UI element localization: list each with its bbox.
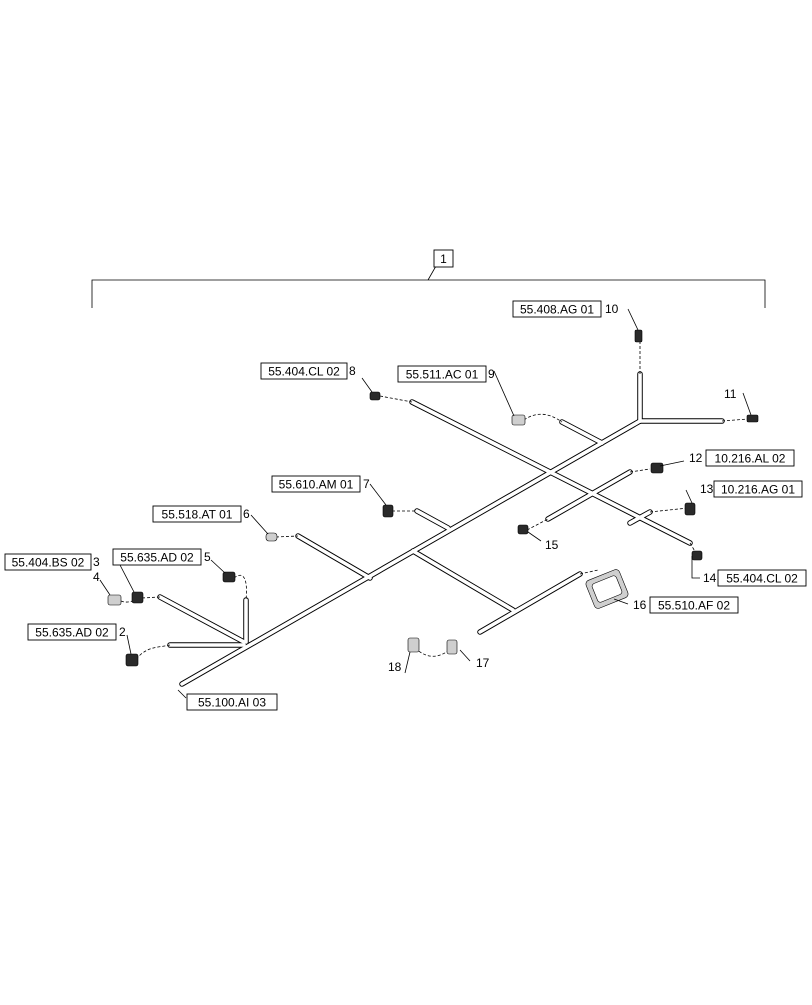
svg-text:10.216.AL 02: 10.216.AL 02 bbox=[715, 452, 786, 466]
connector-10 bbox=[634, 329, 643, 343]
ref-label-2[interactable]: 55.635.AD 02 bbox=[27, 623, 117, 641]
svg-text:55.610.AM 01: 55.610.AM 01 bbox=[279, 478, 354, 492]
svg-text:55.100.AI 03: 55.100.AI 03 bbox=[198, 696, 266, 710]
connectors bbox=[107, 329, 759, 667]
svg-text:10.216.AG 01: 10.216.AG 01 bbox=[721, 483, 795, 497]
item-number-14: 14 bbox=[703, 571, 717, 585]
pigtail-leads bbox=[120, 342, 749, 660]
item-number-15: 15 bbox=[545, 538, 559, 552]
svg-text:55.404.BS 02: 55.404.BS 02 bbox=[12, 556, 85, 570]
svg-text:55.518.AT 01: 55.518.AT 01 bbox=[162, 508, 233, 522]
assembly-callout[interactable]: 1 bbox=[433, 249, 454, 268]
item-number-17: 17 bbox=[476, 656, 490, 670]
item-number-7: 7 bbox=[363, 477, 370, 491]
item-number-6: 6 bbox=[243, 507, 250, 521]
connector-15 bbox=[517, 524, 529, 535]
svg-text:55.635.AD 02: 55.635.AD 02 bbox=[35, 626, 109, 640]
connector-9 bbox=[511, 414, 526, 426]
item-number-13: 13 bbox=[700, 482, 714, 496]
connector-13 bbox=[684, 502, 696, 516]
item-number-10: 10 bbox=[605, 302, 619, 316]
ref-label-16[interactable]: 55.510.AF 02 bbox=[649, 596, 739, 614]
ref-label-9[interactable]: 55.511.AC 01 bbox=[397, 365, 487, 383]
ref-label-main[interactable]: 55.100.AI 03 bbox=[186, 693, 278, 711]
item-number-12: 12 bbox=[689, 451, 703, 465]
connector-12 bbox=[650, 462, 664, 474]
item-number-8: 8 bbox=[349, 364, 356, 378]
svg-text:55.510.AF 02: 55.510.AF 02 bbox=[658, 599, 730, 613]
svg-text:55.511.AC 01: 55.511.AC 01 bbox=[406, 368, 479, 382]
connector-14 bbox=[691, 550, 703, 561]
svg-text:1: 1 bbox=[440, 252, 447, 266]
ref-label-12[interactable]: 10.216.AL 02 bbox=[705, 449, 795, 467]
connector-8 bbox=[369, 391, 381, 401]
connector-18 bbox=[407, 637, 420, 653]
ref-label-6[interactable]: 55.518.AT 01 bbox=[152, 505, 242, 523]
item-number-3: 3 bbox=[93, 555, 100, 569]
item-number-4: 4 bbox=[93, 570, 100, 584]
connector-7 bbox=[382, 504, 394, 518]
ref-label-7[interactable]: 55.610.AM 01 bbox=[271, 475, 361, 493]
connector-17 bbox=[446, 639, 458, 655]
connector-4 bbox=[107, 594, 122, 606]
connector-3 bbox=[131, 591, 144, 604]
connector-2 bbox=[125, 653, 139, 667]
item-number-9: 9 bbox=[488, 367, 495, 381]
ref-label-14[interactable]: 55.404.CL 02 bbox=[717, 569, 807, 587]
svg-text:55.404.CL 02: 55.404.CL 02 bbox=[268, 365, 340, 379]
leader-lines bbox=[99, 308, 752, 699]
svg-text:55.408.AG 01: 55.408.AG 01 bbox=[520, 303, 594, 317]
item-number-2: 2 bbox=[119, 625, 126, 639]
connector-6 bbox=[265, 532, 278, 542]
connector-5 bbox=[222, 571, 236, 583]
item-numbers: 10 8 9 11 12 13 7 6 15 3 5 4 14 16 2 17 … bbox=[93, 302, 737, 674]
svg-text:55.404.CL 02: 55.404.CL 02 bbox=[726, 572, 798, 586]
ref-label-8[interactable]: 55.404.CL 02 bbox=[260, 362, 348, 380]
connector-11 bbox=[746, 414, 759, 423]
ref-label-5[interactable]: 55.635.AD 02 bbox=[112, 548, 202, 566]
item-number-18: 18 bbox=[388, 660, 402, 674]
ref-label-13[interactable]: 10.216.AG 01 bbox=[713, 480, 803, 498]
module-16 bbox=[585, 569, 629, 609]
item-number-16: 16 bbox=[633, 598, 647, 612]
item-number-5: 5 bbox=[204, 550, 211, 564]
svg-text:55.635.AD 02: 55.635.AD 02 bbox=[120, 551, 194, 565]
ref-label-10[interactable]: 55.408.AG 01 bbox=[512, 300, 602, 318]
assembly-bracket bbox=[91, 265, 766, 308]
item-number-11: 11 bbox=[724, 387, 737, 401]
ref-label-3[interactable]: 55.404.BS 02 bbox=[4, 553, 92, 571]
